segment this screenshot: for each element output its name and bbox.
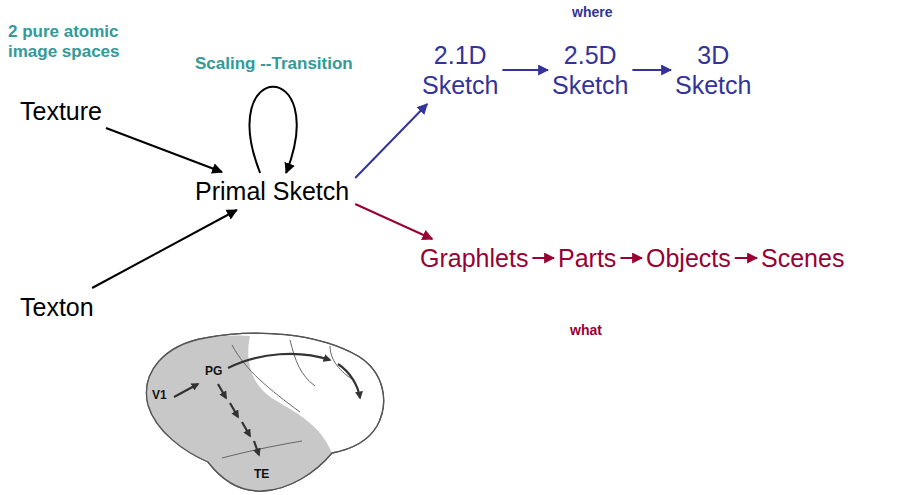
pathway-arrow [174, 384, 198, 397]
text-node: Parts [558, 243, 616, 273]
pathway-arrow [218, 384, 226, 398]
brain-area-label: V1 [152, 388, 167, 402]
text-node: Texton [20, 292, 94, 322]
pathway-arrow [254, 441, 259, 455]
annotation-label: Scaling --Transition [195, 54, 353, 74]
node-text: Primal Sketch [195, 176, 349, 206]
node-text: Texton [20, 292, 94, 322]
flow-arrow [632, 69, 671, 71]
text-node: Scenes [761, 243, 844, 273]
flow-arrow [92, 210, 237, 288]
text-node: 3D Sketch [675, 40, 751, 100]
node-text: 2.1D Sketch [422, 40, 498, 100]
annotation-label: what [570, 322, 602, 339]
flow-arrow [620, 257, 642, 259]
flow-arrow [355, 204, 432, 239]
flow-arrow [532, 257, 554, 259]
annotation-label: where [572, 4, 612, 21]
visual-cortex-region [147, 335, 332, 491]
sulcus [290, 340, 315, 386]
flow-arrow [355, 104, 427, 178]
text-node: 2.1D Sketch [422, 40, 498, 100]
text-node: 2.5D Sketch [552, 40, 628, 100]
flow-arrow [502, 69, 548, 71]
text-node: Objects [646, 243, 731, 273]
flow-arrow [735, 257, 757, 259]
node-text: Texture [20, 96, 102, 126]
text-node: Texture [20, 96, 102, 126]
text-node: Primal Sketch [195, 176, 349, 206]
brain-area-label: PG [205, 364, 222, 378]
node-text: 2.5D Sketch [552, 40, 628, 100]
node-text: Scenes [761, 243, 844, 273]
brain-outline [147, 333, 384, 491]
self-loop-arrow [250, 87, 297, 173]
sulcus [222, 441, 302, 458]
pathway-arrow [230, 403, 238, 417]
brain-area-label: TE [254, 467, 269, 481]
annotation-label: 2 pure atomic image spaces [8, 22, 158, 63]
node-text: Parts [558, 243, 616, 273]
node-text: Objects [646, 243, 731, 273]
node-text: Graphlets [420, 243, 528, 273]
node-text: 3D Sketch [675, 40, 751, 100]
brain-outline [147, 333, 384, 491]
text-node: Graphlets [420, 243, 528, 273]
pathway-arrow [228, 354, 330, 368]
pathway-arrow [242, 422, 250, 436]
flow-arrow [106, 128, 222, 172]
pathway-arrow [338, 364, 360, 398]
